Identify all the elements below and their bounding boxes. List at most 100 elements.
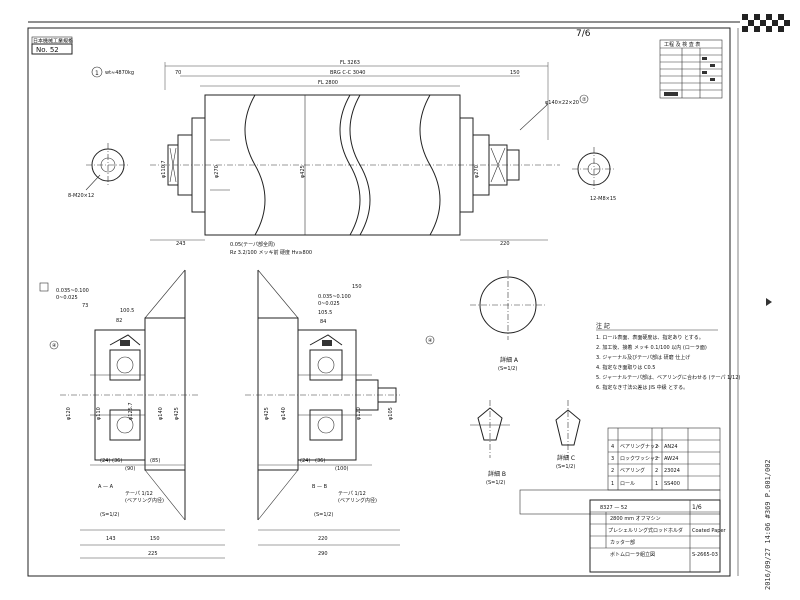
right-dim-b: 84 [320, 319, 326, 325]
parts-row-2-qty: 2 [655, 456, 658, 462]
corner-mark: 7/6 [576, 29, 591, 39]
left-lower-dim-4: (85) [150, 458, 160, 464]
left-dim-b: 82 [116, 318, 122, 324]
dim-bottom-243: 243 [176, 241, 186, 247]
inspection-table: 工程 及 検 査 表 [659, 39, 723, 99]
machine-label: 2800 mm オフマシン [610, 516, 661, 522]
title-line-3: ボトムローラ組立図 [610, 551, 655, 558]
parts-row-1-name: ベアリングナット [620, 443, 660, 450]
detail-a-label: 詳細 A [500, 356, 519, 364]
left-end-view: 8-M20×12 1 wt≈4870kg [68, 66, 134, 199]
title-line-2: カッター部 [610, 539, 635, 546]
header-number: No. 52 [36, 46, 59, 54]
bolt-right-label: 12-M8×15 [590, 196, 616, 202]
note-5: 5. ジャーナルテーパ部は、ベアリングに合わせる (テーパ 1/12) [596, 374, 740, 381]
right-lower-dim-3: (100) [335, 466, 348, 472]
parts-row-4-mat: SS400 [664, 481, 680, 487]
svg-text:④: ④ [428, 338, 433, 344]
right-dia-1: φ425 [264, 407, 270, 420]
svg-text:④: ④ [52, 343, 57, 349]
notes-block: 注 記 1. ロール表面、表面硬度は、指定あり とする。 2. 加工後、接着 メ… [596, 322, 740, 391]
title-block: 8327 — 52 1/6 2800 mm オフマシン プレシェルリング式ロッド… [519, 489, 727, 573]
dim-bottom-220: 220 [500, 241, 510, 247]
left-lower-dim-2: (36) [112, 458, 122, 464]
detail-b-view: 詳細 B (S=1/2) [470, 400, 510, 486]
right-bearing-note: (ベアリング内径) [338, 497, 377, 504]
drawing-number: 8327 — 52 [600, 505, 627, 511]
svg-text:1: 1 [95, 70, 99, 77]
parts-row-2-name: ロックワッシャー [620, 456, 660, 462]
left-dia-4: φ120 [66, 407, 72, 420]
right-bottom-dim-2: 290 [318, 551, 328, 557]
left-dia-3: φ425 [174, 407, 180, 420]
header-label: 日本機械工業規格 [33, 38, 73, 45]
scale-label: 1/6 [692, 504, 702, 511]
parts-row-1-mat: AN24 [664, 444, 678, 450]
right-end-view: 12-M8×15 [572, 147, 616, 202]
body-dia-label: φ425 [300, 165, 306, 178]
roll-front-view: FL 3263 70 150 BRG C-C 3040 FL 2800 [150, 60, 589, 256]
journal-dia-right: φ270 [474, 165, 480, 178]
right-section-ref: B — B [312, 484, 328, 490]
note-1: 1. ロール表面、表面硬度は、指定あり とする。 [596, 334, 704, 341]
left-bearing-note: (ベアリング内径) [125, 497, 164, 504]
note-4: 4. 指定なき面取りは C0.5 [596, 364, 655, 371]
parts-row-4-qty: 1 [655, 481, 658, 487]
bearing-cc-dim: BRG C-C 3040 [330, 70, 365, 76]
left-scale: (S=1/2) [100, 512, 119, 518]
overall-length-dim: FL 3263 [340, 60, 360, 66]
surface-note: Rz 3.2/100 メッキ前 硬度 Hv≥800 [230, 249, 312, 256]
left-lower-dim-1: (24) [100, 458, 110, 464]
left-dim-a: 100.5 [120, 308, 134, 314]
left-tolerance-1: 0.035~0.100 [56, 288, 89, 294]
inspection-table-title: 工程 及 検 査 表 [664, 41, 700, 48]
right-scale: (S=1/2) [314, 512, 333, 518]
left-taper-note: テーパ 1/12 [125, 491, 153, 497]
right-dim-c: 150 [352, 284, 362, 290]
left-bore-dia: φ125.7 [128, 402, 134, 420]
parts-row-3-no: 2 [611, 468, 614, 474]
left-dim-top: 73 [82, 303, 88, 309]
right-margin-arrow [766, 298, 772, 306]
parts-row-1-qty: 2 [655, 444, 658, 450]
detail-a-view: 詳細 A (S=1/2) [470, 270, 546, 372]
note-2: 2. 加工後、接着 メッキ 0.1/100 以内 (ローラ面) [596, 344, 707, 351]
parts-row-4-no: 1 [611, 481, 614, 487]
left-tolerance-2: 0~0.025 [56, 295, 78, 301]
left-bottom-dim-2: 150 [150, 536, 160, 542]
upper-right-note: φ140×22×20 [545, 100, 579, 106]
right-tolerance-2: 0~0.025 [318, 301, 340, 307]
left-section-ref: A — A [98, 484, 114, 490]
bolt-left-label: 8-M20×12 [68, 193, 94, 199]
note-6: 6. 指定なき寸法公差は JIS 中級 とする。 [596, 384, 688, 391]
dim-right-150: 150 [510, 70, 520, 76]
right-dim-a: 105.5 [318, 310, 332, 316]
svg-text:②: ② [582, 97, 587, 103]
shaft-dia-label: φ110.7 [161, 160, 167, 178]
left-dia-2: φ140 [158, 407, 164, 420]
parts-row-2-mat: AW24 [664, 456, 678, 462]
right-lower-dim-2: (36) [315, 458, 325, 464]
fax-stamp: 2016/09/27 14:06 #369 P.001/002 [764, 459, 772, 590]
weight-label: wt≈4870kg [105, 70, 134, 76]
right-taper-note: テーパ 1/12 [338, 491, 366, 497]
detail-c-label: 詳細 C [557, 454, 575, 462]
right-bottom-dim-1: 220 [318, 536, 328, 542]
parts-row-4-name: ロール [620, 481, 635, 487]
parts-row-1-no: 4 [611, 444, 614, 450]
sheet-number: S-2665-03 [692, 552, 718, 558]
detail-a-scale: (S=1/2) [498, 366, 517, 372]
journal-dia-left: φ270 [214, 165, 220, 178]
detail-c-scale: (S=1/2) [556, 464, 575, 470]
parts-table: 4 ベアリングナット 2 AN24 3 ロックワッシャー 2 AW24 2 ベア… [607, 427, 721, 491]
parts-row-2-no: 3 [611, 456, 614, 462]
detail-b-scale: (S=1/2) [486, 480, 505, 486]
checker-corner-mark [742, 14, 790, 32]
notes-title: 注 記 [596, 322, 610, 330]
right-lower-dim-1: (24) [300, 458, 310, 464]
dim-left-70: 70 [175, 70, 181, 76]
company-label: Coated Paper [692, 528, 727, 534]
runout-note: 0.05(テーパ部全周) [230, 241, 275, 248]
title-line-1: プレシェルリング式ロッドホルダ [608, 527, 683, 534]
